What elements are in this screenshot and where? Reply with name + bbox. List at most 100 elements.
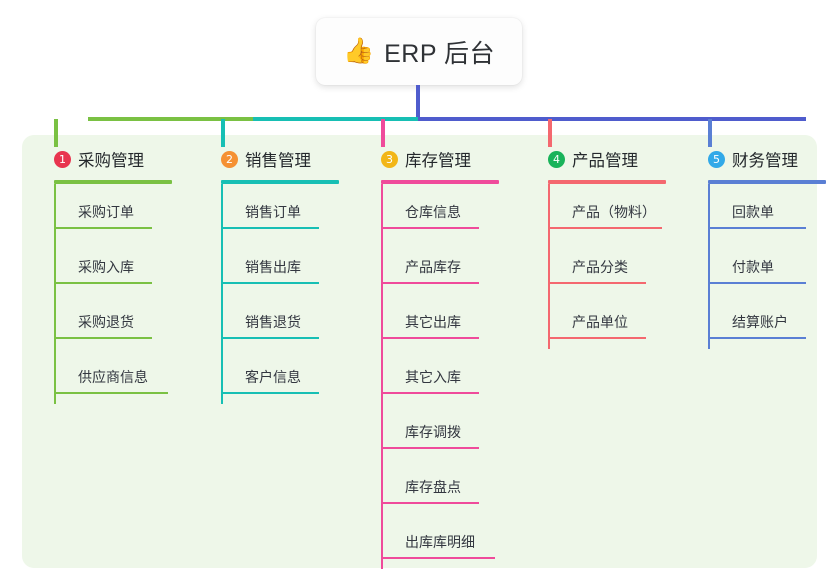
leaf-item[interactable]: 库存盘点	[383, 459, 499, 514]
leaf-item-label: 供应商信息	[78, 369, 148, 385]
leaf-item[interactable]: 结算账户	[710, 294, 826, 349]
leaf-item[interactable]: 其它出库	[383, 294, 499, 349]
leaf-item[interactable]: 采购入库	[56, 239, 172, 294]
leaf-item[interactable]: 产品单位	[550, 294, 666, 349]
leaf-item-label: 采购入库	[78, 259, 134, 275]
leaf-spine-2	[221, 184, 223, 404]
leaf-item[interactable]: 付款单	[710, 239, 826, 294]
leaf-underline	[56, 337, 152, 339]
bus-segment-4	[548, 117, 700, 121]
branch-underline-5	[708, 180, 826, 184]
branch-label-4: 产品管理	[572, 152, 638, 170]
diagram-background-panel	[22, 135, 817, 568]
bus-segment-3	[418, 117, 548, 121]
leaf-item-label: 付款单	[732, 259, 774, 275]
root-trunk-connector	[416, 85, 420, 119]
branch-label-1: 采购管理	[78, 152, 144, 170]
leaf-item-label: 其它入库	[405, 369, 461, 385]
leaf-list-1: 采购订单采购入库采购退货供应商信息	[54, 184, 172, 404]
branch-column-4: 4 产品管理产品（物料） 产品分类产品单位	[532, 146, 666, 349]
branch-drop-4	[548, 119, 552, 147]
leaf-underline	[710, 337, 806, 339]
leaf-underline	[383, 502, 479, 504]
leaf-underline	[56, 392, 168, 394]
leaf-item-label: 回款单	[732, 204, 774, 220]
branch-drop-5	[708, 119, 712, 147]
leaf-item[interactable]: 采购订单	[56, 184, 172, 239]
leaf-underline	[223, 337, 319, 339]
bus-segment-5	[700, 117, 806, 121]
root-node[interactable]: 👍 ERP 后台	[316, 18, 522, 85]
leaf-spine-3	[381, 184, 383, 569]
leaf-item[interactable]: 回款单	[710, 184, 826, 239]
leaf-item[interactable]: 采购退货	[56, 294, 172, 349]
leaf-item[interactable]: 销售出库	[223, 239, 339, 294]
branch-drop-2	[221, 119, 225, 147]
leaf-item-label: 库存盘点	[405, 479, 461, 495]
leaf-underline	[56, 282, 152, 284]
leaf-list-4: 产品（物料） 产品分类产品单位	[548, 184, 666, 349]
branch-column-2: 2 销售管理销售订单销售出库销售退货客户信息	[205, 146, 339, 404]
branch-badge-4: 4	[548, 150, 565, 168]
leaf-underline	[710, 227, 806, 229]
leaf-item[interactable]: 产品分类	[550, 239, 666, 294]
leaf-item-label: 出库库明细	[405, 534, 475, 550]
branch-label-2: 销售管理	[245, 152, 311, 170]
branch-label-5: 财务管理	[732, 152, 798, 170]
leaf-item[interactable]: 客户信息	[223, 349, 339, 404]
leaf-item-label: 仓库信息	[405, 204, 461, 220]
leaf-list-2: 销售订单销售出库销售退货客户信息	[221, 184, 339, 404]
leaf-item-label: 采购退货	[78, 314, 134, 330]
leaf-spine-4	[548, 184, 550, 349]
leaf-item-label: 产品分类	[572, 259, 628, 275]
bus-segment-1	[88, 117, 253, 121]
leaf-underline	[383, 282, 479, 284]
branch-underline-2	[221, 180, 339, 184]
leaf-item-label: 结算账户	[732, 314, 788, 330]
leaf-item[interactable]: 供应商信息	[56, 349, 172, 404]
leaf-spine-1	[54, 184, 56, 404]
leaf-spine-5	[708, 184, 710, 349]
branch-underline-1	[54, 180, 172, 184]
branch-header-1[interactable]: 1 采购管理	[38, 146, 172, 172]
leaf-underline	[710, 282, 806, 284]
leaf-underline	[223, 282, 319, 284]
leaf-underline	[383, 337, 479, 339]
leaf-item-label: 产品（物料）	[572, 204, 656, 220]
leaf-item[interactable]: 产品库存	[383, 239, 499, 294]
leaf-item[interactable]: 出库库明细	[383, 514, 499, 569]
leaf-item[interactable]: 其它入库	[383, 349, 499, 404]
leaf-item[interactable]: 销售退货	[223, 294, 339, 349]
leaf-list-3: 仓库信息产品库存其它出库其它入库库存调拨库存盘点出库库明细	[381, 184, 499, 569]
leaf-item-label: 销售订单	[245, 204, 301, 220]
branch-badge-1: 1	[54, 150, 71, 168]
leaf-underline	[550, 282, 646, 284]
branch-underline-4	[548, 180, 666, 184]
branch-badge-2: 2	[221, 150, 238, 168]
leaf-item[interactable]: 仓库信息	[383, 184, 499, 239]
leaf-item-label: 产品单位	[572, 314, 628, 330]
leaf-item-label: 销售出库	[245, 259, 301, 275]
root-node-label: ERP 后台	[384, 39, 496, 68]
leaf-item[interactable]: 销售订单	[223, 184, 339, 239]
leaf-item-label: 其它出库	[405, 314, 461, 330]
leaf-underline	[383, 392, 479, 394]
leaf-underline	[550, 337, 646, 339]
branch-header-4[interactable]: 4 产品管理	[532, 146, 666, 172]
leaf-underline	[383, 227, 479, 229]
leaf-list-5: 回款单付款单结算账户	[708, 184, 826, 349]
leaf-underline	[383, 557, 495, 559]
bus-segment-2	[253, 117, 418, 121]
leaf-item[interactable]: 库存调拨	[383, 404, 499, 459]
leaf-item-label: 客户信息	[245, 369, 301, 385]
leaf-item-label: 产品库存	[405, 259, 461, 275]
leaf-item-label: 库存调拨	[405, 424, 461, 440]
branch-drop-3	[381, 119, 385, 147]
leaf-item[interactable]: 产品（物料）	[550, 184, 666, 239]
branch-header-2[interactable]: 2 销售管理	[205, 146, 339, 172]
